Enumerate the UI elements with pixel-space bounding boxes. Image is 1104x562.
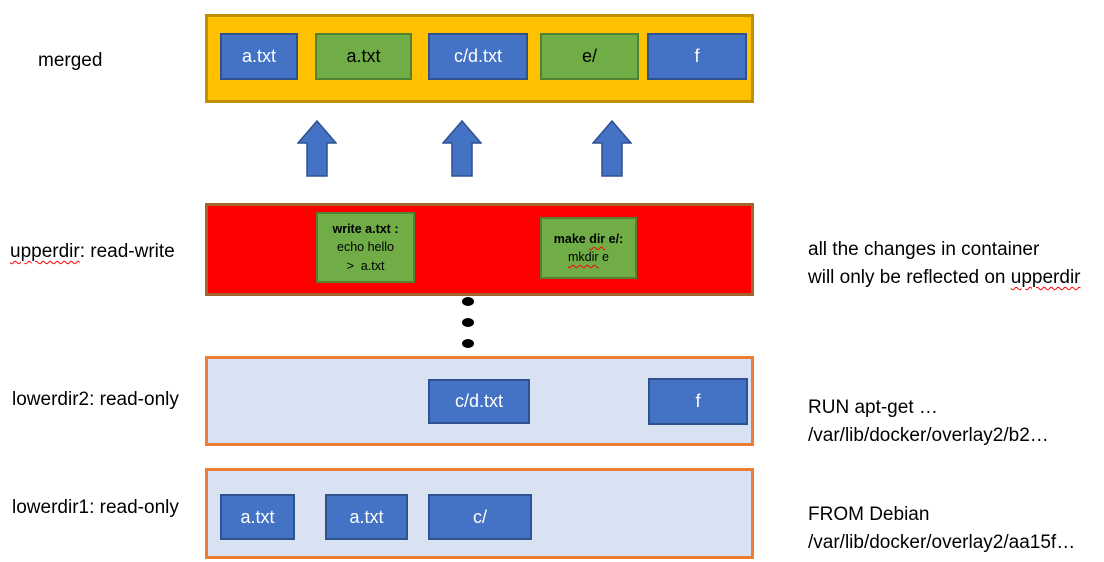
lowerdir1-file-box: c/ <box>428 494 532 540</box>
upperdir-label-word: upperdir <box>10 241 80 262</box>
command-title-part: e/: <box>605 231 624 246</box>
command-title: write a.txt : <box>332 222 399 237</box>
upperdir-note: all the changes in container will only b… <box>808 236 1081 292</box>
merged-file-box: c/d.txt <box>428 33 528 80</box>
lowerdir1-note: FROM Debian /var/lib/docker/overlay2/aa1… <box>808 501 1075 557</box>
command-title-part: make <box>553 231 590 246</box>
merged-file-box: f <box>647 33 747 80</box>
upperdir-note-line2-text: will only be reflected on <box>808 267 1011 288</box>
lowerdir2-note: RUN apt-get … /var/lib/docker/overlay2/b… <box>808 394 1049 450</box>
up-arrow-icon <box>442 120 482 177</box>
merged-file-box: e/ <box>540 33 639 80</box>
mkdir-command-box: make dir e/: mkdir e <box>540 217 637 279</box>
command-line: mkdir e <box>568 248 609 266</box>
lowerdir2-layer-container: c/d.txt f <box>205 356 754 446</box>
merged-file-box: a.txt <box>315 33 412 80</box>
upperdir-note-line2: will only be reflected on upperdir <box>808 264 1081 292</box>
lowerdir2-file-box: c/d.txt <box>428 379 530 424</box>
merged-label: merged <box>38 50 103 71</box>
up-arrow-icon <box>592 120 632 177</box>
lowerdir1-note-line2: /var/lib/docker/overlay2/aa15f… <box>808 532 1076 553</box>
command-line: > a.txt <box>346 258 385 273</box>
command-line: echo hello <box>337 240 394 255</box>
upperdir-label: upperdir: read-write <box>10 241 175 263</box>
lowerdir1-file-box: a.txt <box>325 494 408 540</box>
write-atxt-command-box: write a.txt : echo hello > a.txt <box>316 212 415 283</box>
lowerdir1-note-line1: FROM Debian <box>808 504 930 525</box>
command-line-part: e <box>598 250 609 264</box>
upperdir-note-line2-word: upperdir <box>1010 267 1081 288</box>
lowerdir2-file-box: f <box>648 378 748 425</box>
ellipsis-dots-icon <box>462 297 474 360</box>
lowerdir2-note-line1: RUN apt-get … <box>808 397 938 418</box>
lowerdir1-label: lowerdir1: read-only <box>12 497 179 518</box>
command-title-part: dir <box>589 231 606 246</box>
up-arrow-icon <box>297 120 337 177</box>
command-line-part: mkdir <box>568 250 599 264</box>
dot <box>462 318 474 327</box>
lowerdir1-layer-container: a.txt a.txt c/ <box>205 468 754 559</box>
upperdir-layer-container: write a.txt : echo hello > a.txt make di… <box>205 203 754 296</box>
dot <box>462 339 474 348</box>
lowerdir2-note-line2: /var/lib/docker/overlay2/b2… <box>808 425 1049 446</box>
merged-layer-container: a.txt a.txt c/d.txt e/ f <box>205 14 754 103</box>
dot <box>462 297 474 306</box>
upperdir-label-rest: : read-write <box>79 241 175 262</box>
upperdir-note-line1: all the changes in container <box>808 239 1040 260</box>
merged-file-box: a.txt <box>220 33 298 80</box>
lowerdir2-label: lowerdir2: read-only <box>12 389 179 410</box>
command-title: make dir e/: <box>554 230 624 248</box>
lowerdir1-file-box: a.txt <box>220 494 295 540</box>
